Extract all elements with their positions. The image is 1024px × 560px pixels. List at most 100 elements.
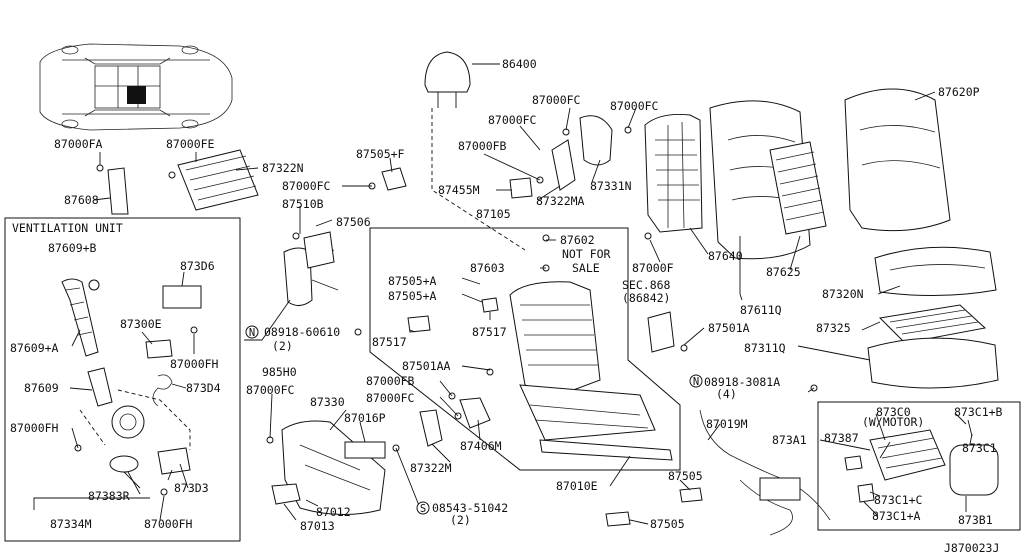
seat-belt-buckle-part (647, 311, 675, 353)
ventilation-unit-box (4, 217, 241, 542)
part-number-label: 87455M (438, 183, 480, 197)
bracket-87455m-part (509, 177, 533, 199)
part-number-label: 87609+A (10, 341, 59, 355)
part-number-label: 87010E (556, 479, 598, 493)
part-number-label: 08543-51042 (432, 501, 508, 515)
circled-symbol-ring (416, 501, 430, 515)
part-number-label: 87105 (476, 207, 511, 221)
part-number-label: 87603 (470, 261, 505, 275)
part-number-label: 87300E (120, 317, 162, 331)
part-number-label: 985H0 (262, 365, 297, 379)
part-number-label: 873B1 (958, 513, 993, 527)
bracket-87322ma-part (551, 139, 576, 191)
not-for-sale-line-2: SALE (572, 261, 600, 275)
circled-symbol-letter: N (249, 327, 255, 339)
circled-symbol-ring (245, 325, 259, 339)
ventilation-module-part (162, 285, 202, 309)
part-number-label: 87000FH (10, 421, 59, 435)
ventilation-unit-title: VENTILATION UNIT (12, 221, 123, 235)
part-number-label: 87000FA (54, 137, 103, 151)
part-number-label: 873C1 (962, 441, 997, 455)
motor-variant-label: (W/MOTOR) (862, 415, 924, 429)
part-number-label: 87330 (310, 395, 345, 409)
part-number-label: 86400 (502, 57, 537, 71)
ventilation-fan-part (109, 374, 191, 475)
seatback-trim-cover-part (844, 88, 951, 232)
leader-lines (33, 63, 973, 525)
circled-symbol-ring (689, 374, 703, 388)
part-number-label: 87320N (822, 287, 864, 301)
part-number-label: 87387 (824, 431, 859, 445)
ventilation-duct-part (61, 278, 113, 407)
part-number-label: 87506 (336, 215, 371, 229)
part-number-label: 87013 (300, 519, 335, 533)
side-airbag-part (283, 247, 313, 306)
seat-frame-part (509, 281, 673, 461)
part-number-label: 87501A (708, 321, 750, 335)
part-number-label: 87000FC (488, 113, 537, 127)
seat-frame-box (369, 227, 681, 471)
cushion-trim-cover-part (874, 246, 997, 297)
part-number-label: 87000FH (170, 357, 219, 371)
part-number-label: 873C0 (876, 405, 911, 419)
motor-unit-box (817, 401, 1021, 531)
part-number-label: 87505+F (356, 147, 405, 161)
lever-87322m-part (419, 409, 443, 447)
clip-87517-part (407, 315, 431, 333)
cover-87331n-part (579, 115, 613, 166)
cushion-pad-part (867, 337, 999, 389)
part-number-label: 873D6 (180, 259, 215, 273)
part-number-label: 87510B (282, 197, 324, 211)
part-number-label: 87640 (708, 249, 743, 263)
clip-87505-part (679, 487, 703, 503)
part-number-label: 87000F (632, 261, 674, 275)
part-number-label: (4) (716, 387, 737, 401)
part-number-label: 87625 (766, 265, 801, 279)
part-number-label: 873C1+A (872, 509, 921, 523)
part-number-label: 87019M (706, 417, 748, 431)
part-number-label: 08918-60610 (264, 325, 340, 339)
part-number-label: 87325 (816, 321, 851, 335)
part-number-label: 873D3 (174, 481, 209, 495)
seat-trim-panel-part (177, 149, 259, 211)
part-number-label: 87505 (650, 517, 685, 531)
clip-87505b-part (605, 511, 631, 527)
clip-87505f-part (381, 167, 407, 191)
part-number-label: 873A1 (772, 433, 807, 447)
seat-switch-part (344, 441, 386, 459)
seatback-heater-pad-part (769, 141, 827, 235)
bracket-87510b-part (303, 231, 335, 269)
not-for-sale-line-1: NOT FOR (562, 247, 611, 261)
part-number-label: 87517 (472, 325, 507, 339)
circled-symbol-letter: N (693, 376, 699, 388)
lever-87406m-part (459, 397, 491, 429)
clip-87517b-part (481, 297, 499, 313)
part-number-label: 87012 (316, 505, 351, 519)
part-number-label: 87000FC (532, 93, 581, 107)
part-number-label: 87000FB (458, 139, 507, 153)
part-number-label: 87000FC (246, 383, 295, 397)
part-number-label: (2) (272, 339, 293, 353)
part-number-label: 87620P (938, 85, 980, 99)
part-number-label: 87000FC (610, 99, 659, 113)
circled-symbol-letter: S (420, 503, 426, 515)
ventilation-bracket-part (145, 339, 173, 359)
part-number-label: 87322MA (536, 194, 585, 208)
part-number-label: 87608 (64, 193, 99, 207)
part-number-label: 87505+A (388, 274, 437, 288)
part-number-label: 87000FH (144, 517, 193, 531)
part-number-label: 87609+B (48, 241, 97, 255)
part-number-label: 87331N (590, 179, 632, 193)
cushion-heater-pad-part (878, 304, 987, 344)
part-number-label: 87000FC (366, 391, 415, 405)
dashed-assembly-lines (79, 108, 526, 450)
seatback-frame-part (644, 114, 703, 233)
part-number-label: (86842) (622, 291, 670, 305)
drawing-id-label: J870023J (944, 541, 999, 555)
car-outline-icon (39, 43, 233, 131)
part-number-label: 87501AA (402, 359, 451, 373)
part-number-label: SEC.868 (622, 278, 671, 292)
seat-motor-part (844, 419, 999, 503)
